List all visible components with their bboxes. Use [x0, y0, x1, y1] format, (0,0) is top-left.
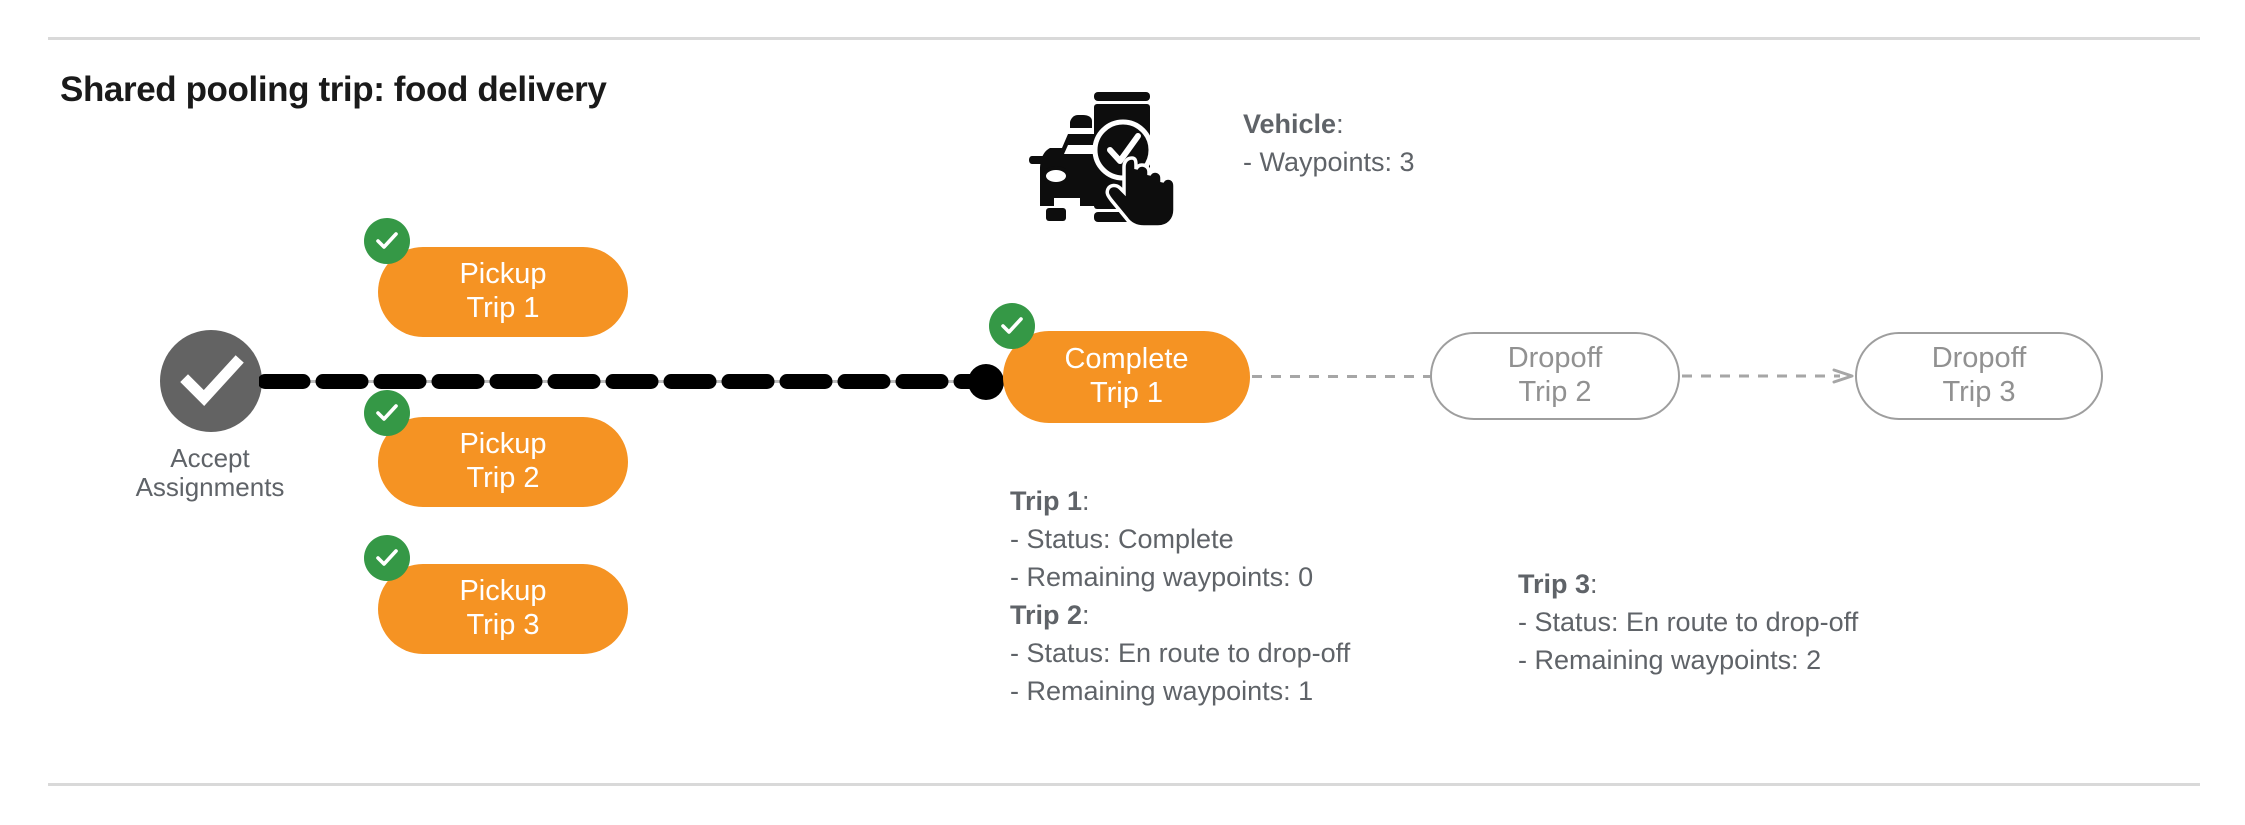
trip1-heading-row: Trip 1: — [1010, 482, 1350, 520]
trip3-waypoints: - Remaining waypoints: 2 — [1518, 645, 1822, 676]
trip3-heading-row: Trip 3: — [1518, 565, 1858, 603]
trip2-waypoints: - Remaining waypoints: 1 — [1010, 676, 1314, 707]
page-title: Shared pooling trip: food delivery — [60, 70, 607, 109]
divider-top — [48, 37, 2200, 40]
pill-label-line1: Pickup — [459, 575, 547, 608]
trip3-heading: Trip 3 — [1518, 569, 1591, 599]
pill-label-line2: Trip 2 — [1518, 376, 1592, 408]
check-badge-pickup-trip-1 — [364, 218, 410, 264]
pill-pickup-trip-1[interactable]: Pickup Trip 1 — [378, 247, 628, 337]
trip3-status: - Status: En route to drop-off — [1518, 607, 1859, 638]
accept-assignments-label: Accept Assignments — [110, 444, 310, 501]
divider-bottom — [48, 783, 2200, 786]
pill-dropoff-trip-3[interactable]: Dropoff Trip 3 — [1855, 332, 2103, 420]
route-terminal-dot — [968, 364, 1004, 400]
check-badge-icon — [376, 232, 398, 249]
pill-label-line1: Dropoff — [1507, 342, 1603, 375]
trip3-heading-colon: : — [1590, 569, 1598, 599]
check-circle-icon — [180, 355, 244, 406]
car-phone-check-icon — [1029, 92, 1177, 228]
pill-label-line2: Trip 1 — [466, 292, 540, 324]
pill-label-line2: Trip 2 — [466, 462, 540, 494]
pill-label-line1: Complete — [1064, 343, 1189, 376]
pill-dropoff-trip-2[interactable]: Dropoff Trip 2 — [1430, 332, 1680, 420]
check-badge-pickup-trip-3 — [364, 535, 410, 581]
pill-label-line2: Trip 3 — [466, 609, 540, 641]
pill-pickup-trip-3[interactable]: Pickup Trip 3 — [378, 564, 628, 654]
pill-complete-trip-1[interactable]: Complete Trip 1 — [1003, 331, 1250, 423]
trip1-heading-colon: : — [1082, 486, 1090, 516]
vehicle-info-block: Vehicle: - Waypoints: 3 — [1243, 105, 1415, 181]
vehicle-info-heading-colon: : — [1336, 109, 1344, 139]
trip2-status: - Status: En route to drop-off — [1010, 638, 1351, 669]
vehicle-info-heading-row: Vehicle: — [1243, 105, 1415, 143]
trip2-heading-row: Trip 2: — [1010, 596, 1350, 634]
trip-details-block-1-2: Trip 1: - Status: Complete - Remaining w… — [1010, 482, 1350, 710]
trip1-heading: Trip 1 — [1010, 486, 1083, 516]
accept-label-line1: Accept — [170, 443, 250, 473]
vehicle-info-waypoints: - Waypoints: 3 — [1243, 147, 1415, 178]
trip-details-block-3: Trip 3: - Status: En route to drop-off -… — [1518, 565, 1858, 679]
pill-label-line1: Pickup — [459, 258, 547, 291]
trip2-heading: Trip 2 — [1010, 600, 1083, 631]
pill-label-line2: Trip 3 — [1942, 376, 2016, 408]
trip2-heading-colon: : — [1082, 600, 1090, 631]
accept-assignments-node[interactable] — [160, 330, 262, 432]
trip1-waypoints: - Remaining waypoints: 0 — [1010, 562, 1314, 593]
check-badge-icon — [1001, 317, 1023, 334]
connector-dropoff2-to-dropoff3 — [1682, 368, 1854, 384]
vehicle-info-heading: Vehicle — [1243, 109, 1337, 139]
connector-accept-to-complete — [259, 374, 989, 389]
trip1-status: - Status: Complete — [1010, 524, 1234, 555]
pill-label-line1: Pickup — [459, 428, 547, 461]
pill-label-line1: Dropoff — [1931, 342, 2027, 375]
check-badge-pickup-trip-2 — [364, 390, 410, 436]
check-badge-icon — [376, 404, 398, 421]
connector-complete-to-dropoff2 — [1252, 375, 1430, 378]
arrowhead-icon — [1832, 368, 1854, 384]
pill-label-line2: Trip 1 — [1089, 377, 1164, 409]
pill-pickup-trip-2[interactable]: Pickup Trip 2 — [378, 417, 628, 507]
check-badge-icon — [376, 549, 398, 566]
accept-label-line2: Assignments — [135, 471, 285, 502]
check-badge-complete-trip-1 — [989, 303, 1035, 349]
